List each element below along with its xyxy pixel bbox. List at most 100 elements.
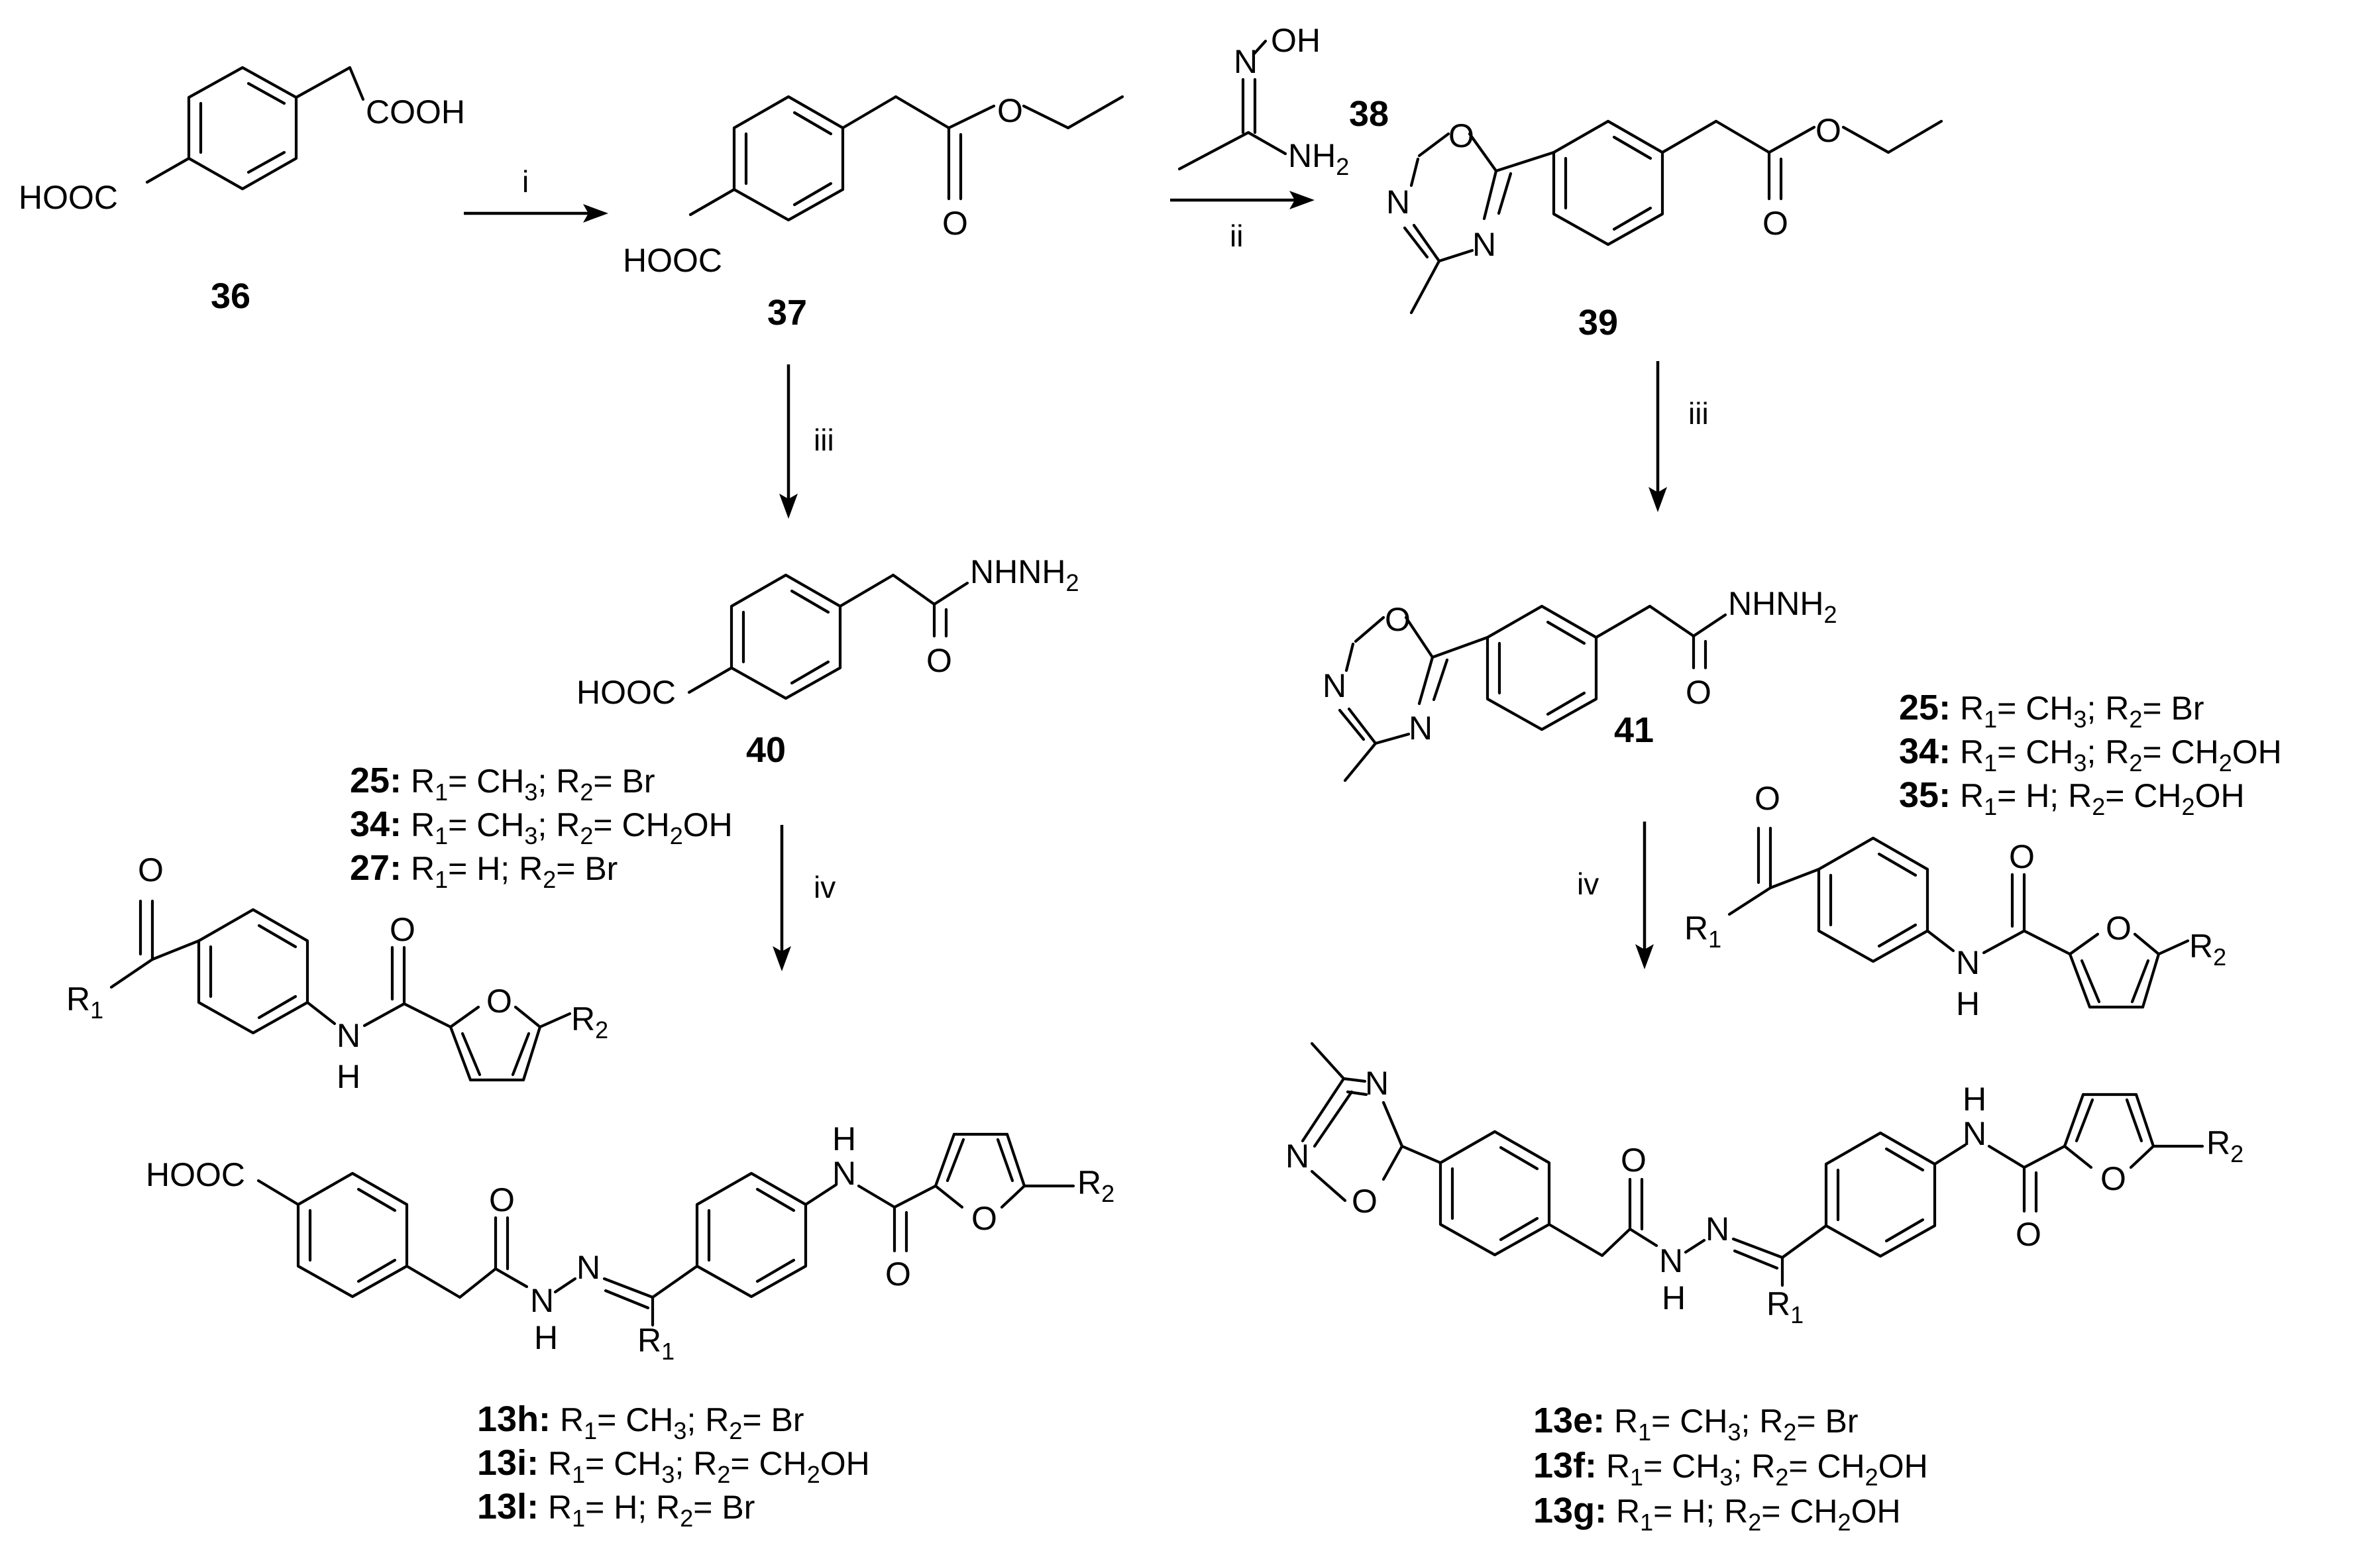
arrow-step-iv-left: iv bbox=[773, 825, 836, 971]
hydrazone-n: N bbox=[1659, 1242, 1683, 1279]
r1-group: R1 bbox=[1684, 910, 1721, 953]
product-13h-13i-13l: HOOC O N H N R1 N H bbox=[146, 1120, 1114, 1532]
furan-o: O bbox=[971, 1200, 997, 1237]
carbonyl-oxygen: O bbox=[1686, 674, 1711, 711]
r2-group: R2 bbox=[2189, 928, 2226, 971]
benzene-ring bbox=[1817, 836, 1929, 963]
carbonyl-oxygen: O bbox=[942, 205, 968, 242]
ring-o: O bbox=[1448, 117, 1474, 154]
entry-13l: 13l: R1= H; R2= Br bbox=[477, 1487, 755, 1532]
entry-13e: 13e: R1= CH3; R2= Br bbox=[1533, 1401, 1859, 1446]
compound-39: O N N O O 39 bbox=[1386, 112, 1943, 343]
amide-oxygen: O bbox=[390, 911, 415, 948]
benzene-ring bbox=[1486, 604, 1598, 731]
benzene-ring bbox=[1824, 1131, 1937, 1258]
compound-36: COOH HOOC 36 bbox=[19, 66, 465, 316]
ring-o: O bbox=[1385, 601, 1411, 638]
ester-oxygen: O bbox=[997, 92, 1023, 129]
amide-h: H bbox=[1956, 985, 1980, 1022]
product-13e-13f-13g: N O N O N H N R1 bbox=[1285, 1042, 2244, 1536]
label-36: 36 bbox=[211, 276, 250, 316]
carbonyl-oxygen: O bbox=[926, 642, 952, 679]
benzene-ring bbox=[730, 573, 842, 700]
ring-n: N bbox=[1409, 710, 1433, 747]
benzene-ring bbox=[695, 1171, 808, 1299]
compound-37: O O HOOC 37 bbox=[623, 92, 1124, 333]
r1-group: R1 bbox=[637, 1322, 675, 1365]
label-38: 38 bbox=[1349, 94, 1389, 134]
hydrazone-carbonyl-oxygen: O bbox=[1621, 1142, 1647, 1179]
step-iv-label: iv bbox=[814, 870, 836, 904]
r1-group: R1 bbox=[66, 981, 103, 1024]
hydrazone-carbonyl-oxygen: O bbox=[489, 1181, 515, 1218]
compound-41: O N N O NHNH2 41 bbox=[1323, 585, 1837, 782]
arrow-step-ii: ii bbox=[1170, 191, 1315, 253]
hooc-group: HOOC bbox=[623, 242, 722, 279]
reagent-list-right: 25: R1= CH3; R2= Br 34: R1= CH3; R2= CH2… bbox=[1899, 688, 2282, 820]
step-ii-label: ii bbox=[1230, 219, 1243, 253]
entry-34: 34: R1= CH3; R2= CH2OH bbox=[1899, 731, 2282, 777]
oxime-n: N bbox=[1234, 43, 1258, 80]
hydrazide-group: NHNH2 bbox=[970, 553, 1079, 596]
benzene-ring bbox=[197, 908, 309, 1035]
hooc-group: HOOC bbox=[576, 674, 676, 711]
oxadiazole-ring: N O N bbox=[1285, 1042, 1404, 1220]
hooc-group: HOOC bbox=[19, 179, 118, 216]
amine-nh: NH2 bbox=[1288, 137, 1349, 180]
ketone-oxygen: O bbox=[138, 851, 164, 888]
step-iii-label: iii bbox=[1688, 396, 1709, 431]
furan-o: O bbox=[486, 983, 512, 1020]
r2-group: R2 bbox=[1077, 1164, 1114, 1207]
entry-13i: 13i: R1= CH3; R2= CH2OH bbox=[477, 1443, 870, 1488]
furan-ring: O bbox=[2068, 910, 2161, 1009]
furan-ring: O bbox=[2063, 1093, 2155, 1197]
label-37: 37 bbox=[767, 293, 807, 333]
ketone-oxygen: O bbox=[1755, 780, 1780, 817]
hydrazone-h: H bbox=[1662, 1279, 1686, 1316]
furan-o: O bbox=[2106, 910, 2132, 947]
hydrazide-group: NHNH2 bbox=[1728, 585, 1837, 628]
ester-oxygen: O bbox=[1815, 112, 1841, 149]
oxime-oh: OH bbox=[1271, 22, 1321, 59]
furan-o: O bbox=[2100, 1160, 2126, 1197]
benzene-ring bbox=[732, 95, 845, 222]
benzene-ring bbox=[1438, 1130, 1551, 1257]
imine-n: N bbox=[576, 1249, 600, 1286]
hydrazone-h: H bbox=[534, 1319, 558, 1356]
amide-n: N bbox=[832, 1155, 856, 1192]
oxadiazole-ring: O N N bbox=[1386, 117, 1513, 263]
acyl-aniline-reagent-left: R1 O N H O O R2 bbox=[66, 851, 608, 1095]
label-39: 39 bbox=[1578, 303, 1618, 343]
r1-group: R1 bbox=[1766, 1285, 1804, 1328]
step-iii-label: iii bbox=[814, 423, 834, 457]
entry-13h: 13h: R1= CH3; R2= Br bbox=[477, 1399, 804, 1444]
arrow-step-iv-right: iv bbox=[1577, 822, 1654, 969]
cooh-group: COOH bbox=[366, 93, 465, 131]
r2-group: R2 bbox=[2206, 1124, 2244, 1167]
benzene-ring bbox=[296, 1171, 409, 1299]
label-40: 40 bbox=[746, 730, 786, 770]
entry-25: 25: R1= CH3; R2= Br bbox=[1899, 688, 2204, 733]
amide-n: N bbox=[337, 1017, 360, 1054]
reagent-list-left: 25: R1= CH3; R2= Br 34: R1= CH3; R2= CH2… bbox=[350, 761, 733, 893]
furan-ring: O bbox=[934, 1132, 1026, 1237]
amide-h: H bbox=[337, 1058, 360, 1095]
furan-ring: O bbox=[449, 983, 542, 1082]
amide-n: N bbox=[1963, 1115, 1986, 1152]
arrow-step-iii-left: iii bbox=[779, 364, 834, 519]
arrow-step-iii-right: iii bbox=[1649, 361, 1709, 512]
ring-o: O bbox=[1352, 1183, 1378, 1220]
compound-40: O NHNH2 HOOC 40 bbox=[576, 553, 1079, 770]
imine-n: N bbox=[1705, 1210, 1729, 1248]
ring-n: N bbox=[1472, 226, 1496, 263]
oxadiazole-ring: O N N bbox=[1323, 601, 1449, 747]
entry-25: 25: R1= CH3; R2= Br bbox=[350, 761, 655, 806]
hooc-group: HOOC bbox=[146, 1156, 245, 1193]
reagent-38: OH N NH2 38 bbox=[1177, 22, 1389, 180]
amide-oxygen: O bbox=[2016, 1216, 2041, 1253]
amide-h: H bbox=[832, 1120, 856, 1157]
ring-n: N bbox=[1386, 184, 1410, 221]
amide-oxygen: O bbox=[2009, 838, 2035, 875]
benzene-ring bbox=[1552, 119, 1664, 246]
